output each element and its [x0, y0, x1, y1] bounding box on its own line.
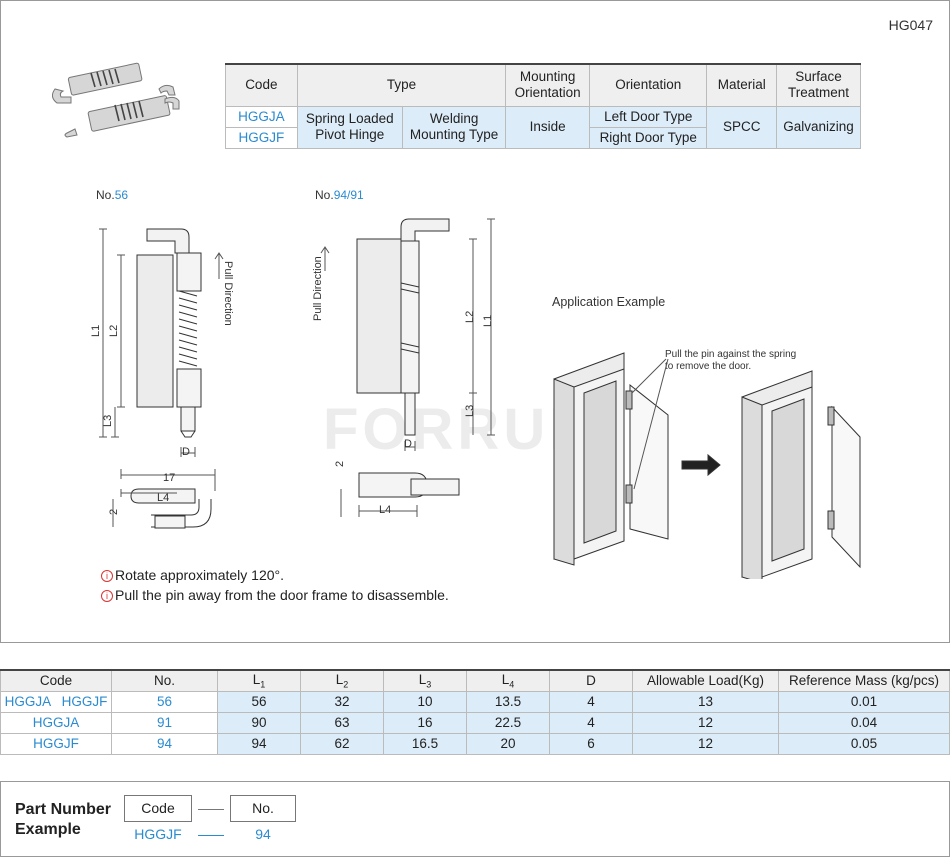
watermark-logo: FORRUN — [323, 397, 596, 462]
data-header-d: D — [549, 669, 633, 692]
spec-type1: Spring Loaded Pivot Hinge — [296, 105, 403, 149]
spec-surface: Galvanizing — [776, 105, 861, 149]
application-note: Pull the pin against the spring to remov… — [665, 349, 797, 372]
part-number-example: Part Number Example Code No. HGGJF 94 — [0, 781, 950, 857]
svg-text:L4: L4 — [157, 492, 169, 504]
svg-text:D: D — [182, 446, 190, 458]
part-number-value-connector — [198, 835, 224, 836]
table-row: HGGJA HGGJF 56 56 32 10 13.5 4 13 0.01 — [0, 690, 950, 713]
product-panel: HG047 Code Type Mounting Orientation Ori… — [0, 0, 950, 643]
table-row: HGGJA 91 90 63 16 22.5 4 12 0.04 — [0, 711, 950, 734]
spec-header-material: Material — [706, 63, 778, 107]
spec-header-orientation: Orientation — [589, 63, 708, 107]
svg-text:L3: L3 — [464, 405, 476, 417]
product-photo — [51, 62, 180, 138]
spec-orientation-left: Left Door Type — [589, 105, 708, 128]
spec-header-mounting: Mounting Orientation — [505, 63, 591, 107]
part-number-code-box: Code — [124, 795, 192, 822]
svg-text:Pull Direction: Pull Direction — [222, 261, 234, 326]
data-header-l4: L4 — [466, 669, 550, 692]
drawing-9491: L2 L1 L3 D 2 L4 Pull Direction — [312, 218, 495, 517]
application-title: Application Example — [552, 295, 666, 309]
drawing-56: L1 L2 L3 D 17 L4 2 Pull Direction — [91, 228, 234, 529]
data-table: Code No. L1 L2 L3 L4 D Allowable Load(Kg… — [0, 669, 950, 755]
svg-text:L2: L2 — [108, 325, 120, 337]
spec-table: Code Type Mounting Orientation Orientati… — [225, 63, 861, 149]
table-row: HGGJF 94 94 62 16.5 20 6 12 0.05 — [0, 732, 950, 755]
spec-orientation-right: Right Door Type — [589, 126, 708, 149]
part-number-no-value: 94 — [255, 826, 271, 842]
data-header-code: Code — [0, 669, 112, 692]
spec-code-f: HGGJF — [225, 126, 298, 149]
svg-text:D: D — [404, 438, 412, 450]
data-header-no: No. — [111, 669, 218, 692]
svg-text:17: 17 — [163, 472, 175, 484]
svg-text:2: 2 — [334, 461, 346, 467]
spec-header-surface: Surface Treatment — [776, 63, 861, 107]
data-header-mass: Reference Mass (kg/pcs) — [778, 669, 950, 692]
data-header-l1: L1 — [217, 669, 301, 692]
svg-text:2: 2 — [108, 509, 120, 515]
spec-header-type: Type — [296, 63, 507, 107]
svg-text:L2: L2 — [464, 311, 476, 323]
part-number-connector — [198, 809, 224, 810]
svg-text:Pull Direction: Pull Direction — [312, 256, 324, 321]
part-number-no-box: No. — [230, 795, 296, 822]
drawing-56-label: No.56 — [96, 188, 129, 202]
info-icon: i — [101, 590, 113, 602]
part-number-title: Part Number Example — [15, 801, 112, 838]
data-header-l2: L2 — [300, 669, 384, 692]
spec-material: SPCC — [706, 105, 778, 149]
spec-type2: Welding Mounting Type — [401, 105, 507, 149]
svg-text:L3: L3 — [102, 415, 114, 427]
application-illustration — [553, 352, 861, 579]
info-icon: i — [101, 570, 113, 582]
drawing-9491-label: No.94/91 — [315, 188, 364, 202]
svg-text:L4: L4 — [379, 504, 391, 516]
spec-header-code: Code — [225, 63, 298, 107]
data-header-load: Allowable Load(Kg) — [632, 669, 779, 692]
data-header-l3: L3 — [383, 669, 467, 692]
svg-text:L1: L1 — [482, 315, 494, 327]
spec-mounting: Inside — [505, 105, 591, 149]
part-number-code-value: HGGJF — [134, 826, 182, 842]
svg-text:L1: L1 — [91, 325, 102, 337]
spec-code-a: HGGJA — [225, 105, 298, 128]
product-code: HG047 — [888, 17, 933, 33]
